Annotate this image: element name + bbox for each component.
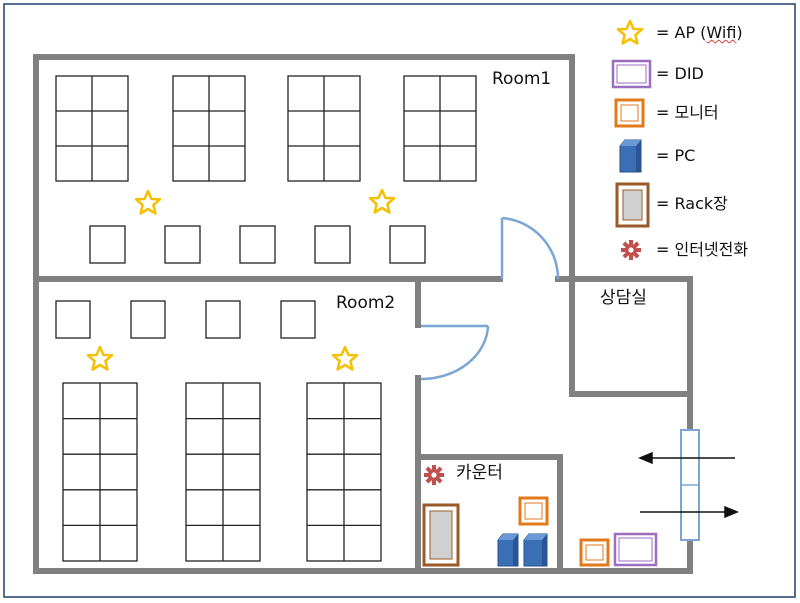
legend-gear-icon xyxy=(621,240,641,260)
seat xyxy=(130,300,166,339)
room1-seats xyxy=(89,225,426,264)
seat xyxy=(89,225,126,264)
ap-stars xyxy=(86,19,644,371)
gear-icon xyxy=(424,465,444,485)
table-group xyxy=(62,382,138,562)
seat xyxy=(389,225,426,264)
table-group xyxy=(172,75,246,182)
legend-pc-icon xyxy=(619,139,642,173)
star-icon xyxy=(331,345,359,371)
table-group xyxy=(403,75,477,182)
room2-tables xyxy=(62,382,382,562)
floor-plan-walls xyxy=(33,54,693,574)
monitor-icon xyxy=(579,538,610,567)
legend-ap-prefix: = AP ( xyxy=(656,23,707,42)
legend-did-icon xyxy=(611,59,652,89)
table-group xyxy=(306,382,382,562)
room1-label: Room1 xyxy=(492,69,552,89)
room1-tables xyxy=(55,75,477,182)
star-icon xyxy=(368,188,396,214)
seat xyxy=(205,300,241,339)
counter-label: 카운터 xyxy=(456,463,503,483)
legend-ap-text: = AP (Wifi) xyxy=(656,25,743,41)
monitor-icon xyxy=(518,496,549,526)
pc-icon xyxy=(523,533,548,567)
legend-monitor-icon xyxy=(614,98,645,128)
legend-ap-wifi: Wifi xyxy=(706,23,737,42)
seat xyxy=(239,225,276,264)
consult-room-label: 상담실 xyxy=(600,288,647,308)
legend-did-text: = DID xyxy=(656,64,704,83)
room2-label: Room2 xyxy=(336,293,396,313)
legend-rack-icon xyxy=(615,182,650,228)
table-group xyxy=(287,75,361,182)
rack-icon xyxy=(422,503,460,567)
legend-pc-text: = PC xyxy=(656,146,696,165)
pc-icon xyxy=(497,533,519,567)
seat xyxy=(280,300,316,339)
seat xyxy=(314,225,351,264)
legend-ap-suffix: ) xyxy=(736,23,743,42)
legend-phone-text: = 인터넷전화 xyxy=(656,240,749,259)
table-group xyxy=(55,75,129,182)
entry-arrow-in xyxy=(638,451,735,465)
legend-rack-text: = Rack장 xyxy=(656,194,728,213)
did-icon xyxy=(613,532,658,567)
star-icon xyxy=(134,189,162,215)
star-icon xyxy=(616,19,644,45)
seat xyxy=(164,225,201,264)
entry-arrow-out xyxy=(640,505,739,519)
image-frame xyxy=(3,3,796,598)
table-group xyxy=(185,382,261,562)
door-room1 xyxy=(500,216,560,280)
door-room2 xyxy=(420,324,490,381)
room2-seats xyxy=(55,300,316,339)
legend-monitor-text: = 모니터 xyxy=(656,103,719,122)
seat xyxy=(55,300,91,339)
star-icon xyxy=(86,345,114,371)
